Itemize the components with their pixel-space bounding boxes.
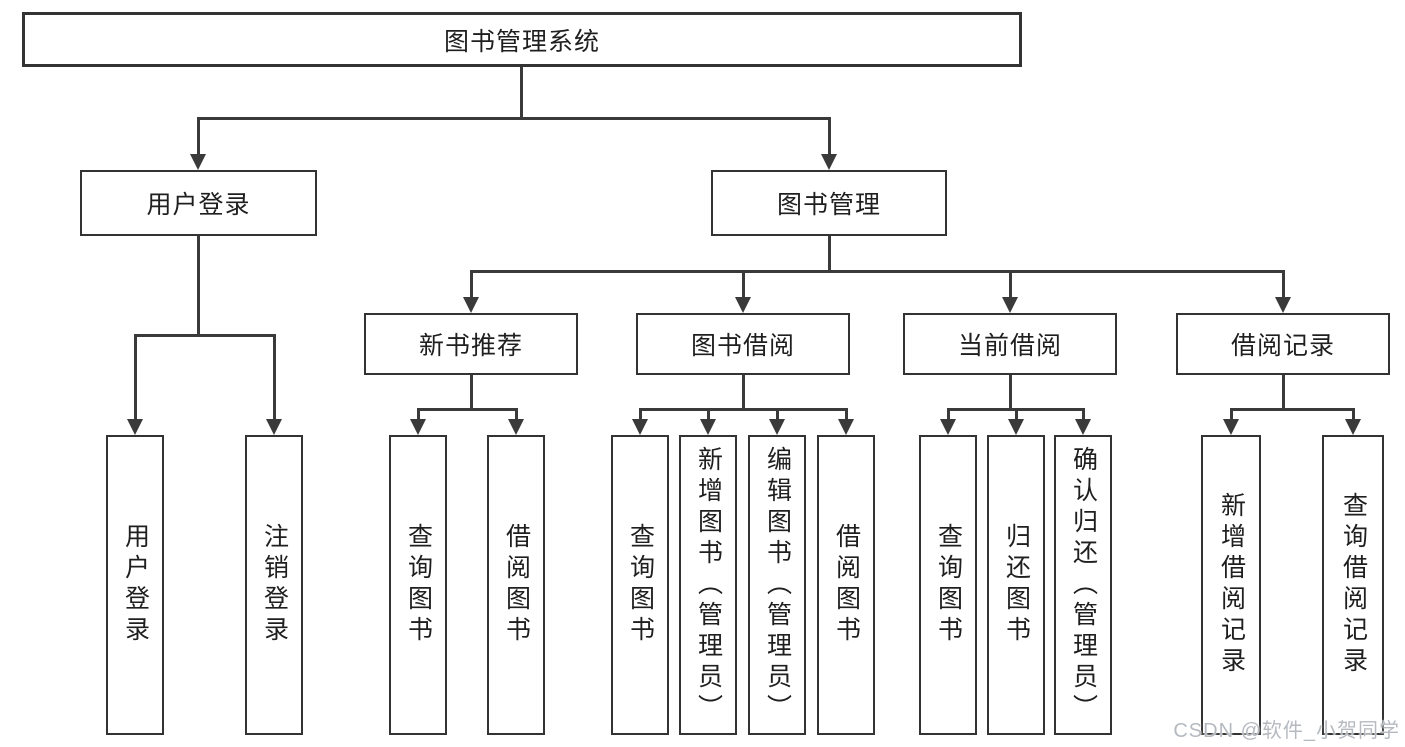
leaf-logout: 注销登录 (245, 435, 303, 735)
arrowhead-icon (769, 419, 785, 435)
leaf-br-add-borrow-record: 新增借阅记录 (1201, 435, 1261, 735)
connector-hline (196, 116, 831, 120)
arrowhead-icon (1075, 419, 1091, 435)
connector-vline (741, 271, 745, 297)
arrowhead-icon (821, 154, 837, 170)
connector-vline (272, 335, 276, 419)
leaf-cb-return-books: 归还图书 (987, 435, 1045, 735)
arrowhead-icon (1345, 419, 1361, 435)
connector-hline (416, 407, 518, 411)
arrowhead-icon (266, 419, 282, 435)
node-book-borrowing: 图书借阅 (636, 313, 850, 375)
leaf-cb-query-books: 查询图书 (919, 435, 977, 735)
connector-vline (638, 409, 642, 419)
arrowhead-icon (1002, 297, 1018, 313)
connector-vline (1008, 271, 1012, 297)
connector-vline (827, 236, 831, 271)
node-new-book-recommendation: 新书推荐 (364, 313, 578, 375)
arrowhead-icon (463, 297, 479, 313)
connector-vline (1014, 409, 1018, 419)
connector-vline (519, 67, 523, 118)
arrowhead-icon (508, 419, 524, 435)
arrowhead-icon (838, 419, 854, 435)
arrowhead-icon (1008, 419, 1024, 435)
connector-vline (1281, 271, 1285, 297)
connector-vline (196, 236, 200, 335)
connector-vline (469, 375, 473, 409)
node-current-borrowing: 当前借阅 (903, 313, 1117, 375)
connector-hline (946, 407, 1085, 411)
leaf-br-query-borrow-record: 查询借阅记录 (1322, 435, 1384, 735)
connector-hline (1229, 407, 1355, 411)
connector-vline (1281, 375, 1285, 409)
leaf-user-login: 用户登录 (106, 435, 164, 735)
arrowhead-icon (190, 154, 206, 170)
connector-hline (638, 407, 848, 411)
arrowhead-icon (127, 419, 143, 435)
node-borrowing-records: 借阅记录 (1176, 313, 1390, 375)
arrowhead-icon (940, 419, 956, 435)
connector-hline (133, 333, 276, 337)
connector-vline (946, 409, 950, 419)
leaf-nb-borrow-books: 借阅图书 (487, 435, 545, 735)
arrowhead-icon (735, 297, 751, 313)
connector-vline (844, 409, 848, 419)
arrowhead-icon (1275, 297, 1291, 313)
connector-vline (416, 409, 420, 419)
node-user-login: 用户登录 (80, 170, 317, 236)
connector-vline (196, 118, 200, 154)
connector-vline (133, 335, 137, 419)
connector-vline (775, 409, 779, 419)
leaf-bb-add-books-admin: 新增图书（管理员） (679, 435, 737, 735)
csdn-watermark: CSDN @软件_小贺同学 (1173, 720, 1400, 742)
arrowhead-icon (1223, 419, 1239, 435)
arrowhead-icon (632, 419, 648, 435)
arrowhead-icon (410, 419, 426, 435)
connector-hline (469, 269, 1285, 273)
leaf-bb-edit-books-admin: 编辑图书（管理员） (748, 435, 806, 735)
node-book-management: 图书管理 (711, 170, 947, 236)
connector-vline (1351, 409, 1355, 419)
connector-vline (469, 271, 473, 297)
node-library-management-system: 图书管理系统 (22, 12, 1022, 67)
connector-vline (1081, 409, 1085, 419)
connector-vline (706, 409, 710, 419)
connector-vline (741, 375, 745, 409)
connector-vline (514, 409, 518, 419)
leaf-cb-confirm-return-admin: 确认归还（管理员） (1054, 435, 1112, 735)
connector-vline (1008, 375, 1012, 409)
leaf-bb-borrow-books: 借阅图书 (817, 435, 875, 735)
leaf-nb-query-books: 查询图书 (389, 435, 447, 735)
arrowhead-icon (700, 419, 716, 435)
leaf-bb-query-books: 查询图书 (611, 435, 669, 735)
connector-vline (1229, 409, 1233, 419)
connector-vline (827, 118, 831, 154)
